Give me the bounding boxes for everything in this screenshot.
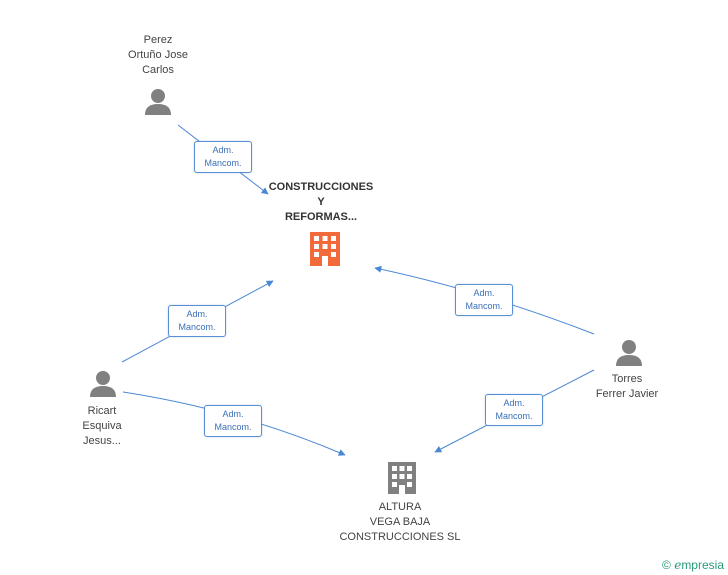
edge-label-line: Adm.: [222, 409, 244, 419]
node-label-line: VEGA BAJA: [369, 516, 431, 528]
node-label-line: Ortuño Jose: [128, 49, 188, 61]
copyright-icon: ©: [662, 558, 671, 572]
edge-label-torres-construcciones[interactable]: Adm. Mancom.: [455, 284, 513, 316]
edge-label-line: Adm.: [503, 398, 525, 408]
node-label-ricart[interactable]: Ricart Esquiva Jesus...: [62, 404, 142, 449]
node-label-line: Y: [317, 196, 325, 208]
person-icon[interactable]: [616, 340, 642, 366]
edge-label-line: Adm.: [186, 309, 208, 319]
node-label-construcciones[interactable]: CONSTRUCCIONES Y REFORMAS...: [256, 180, 386, 225]
node-label-line: Torres: [611, 373, 643, 385]
edge-label-torres-altura[interactable]: Adm. Mancom.: [485, 394, 543, 426]
node-label-line: Perez: [143, 34, 173, 46]
node-label-line: Carlos: [142, 64, 174, 76]
edge-label-line: Mancom.: [465, 301, 503, 311]
brand-mark: e: [674, 558, 682, 572]
node-label-altura[interactable]: ALTURA VEGA BAJA CONSTRUCCIONES SL: [336, 500, 464, 545]
building-icon[interactable]: [310, 232, 340, 266]
edge-label-line: Mancom.: [214, 422, 252, 432]
node-label-line: Ferrer Javier: [595, 388, 659, 400]
node-label-line: Jesus...: [83, 435, 121, 447]
edge-label-line: Mancom.: [495, 411, 533, 421]
node-label-line: ALTURA: [378, 501, 422, 513]
edge-label-line: Adm.: [212, 145, 234, 155]
edge-label-line: Mancom.: [204, 158, 242, 168]
edge-label-ricart-altura[interactable]: Adm. Mancom.: [204, 405, 262, 437]
node-label-perez[interactable]: Perez Ortuño Jose Carlos: [108, 33, 208, 78]
node-label-line: REFORMAS...: [284, 211, 358, 223]
empresia-logo: © empresia: [662, 558, 724, 572]
person-icon[interactable]: [145, 89, 171, 115]
node-label-line: CONSTRUCCIONES: [268, 181, 374, 193]
building-icon[interactable]: [388, 462, 416, 494]
edge-label-line: Adm.: [473, 288, 495, 298]
edge-label-line: Mancom.: [178, 322, 216, 332]
node-label-line: Ricart: [87, 405, 117, 417]
node-label-torres[interactable]: Torres Ferrer Javier: [582, 372, 672, 402]
person-icon[interactable]: [90, 371, 116, 397]
brand-name: mpresia: [681, 558, 724, 572]
node-label-line: Esquiva: [82, 420, 122, 432]
node-label-line: CONSTRUCCIONES SL: [339, 531, 461, 543]
edge-label-ricart-construcciones[interactable]: Adm. Mancom.: [168, 305, 226, 337]
edge-label-perez-construcciones[interactable]: Adm. Mancom.: [194, 141, 252, 173]
